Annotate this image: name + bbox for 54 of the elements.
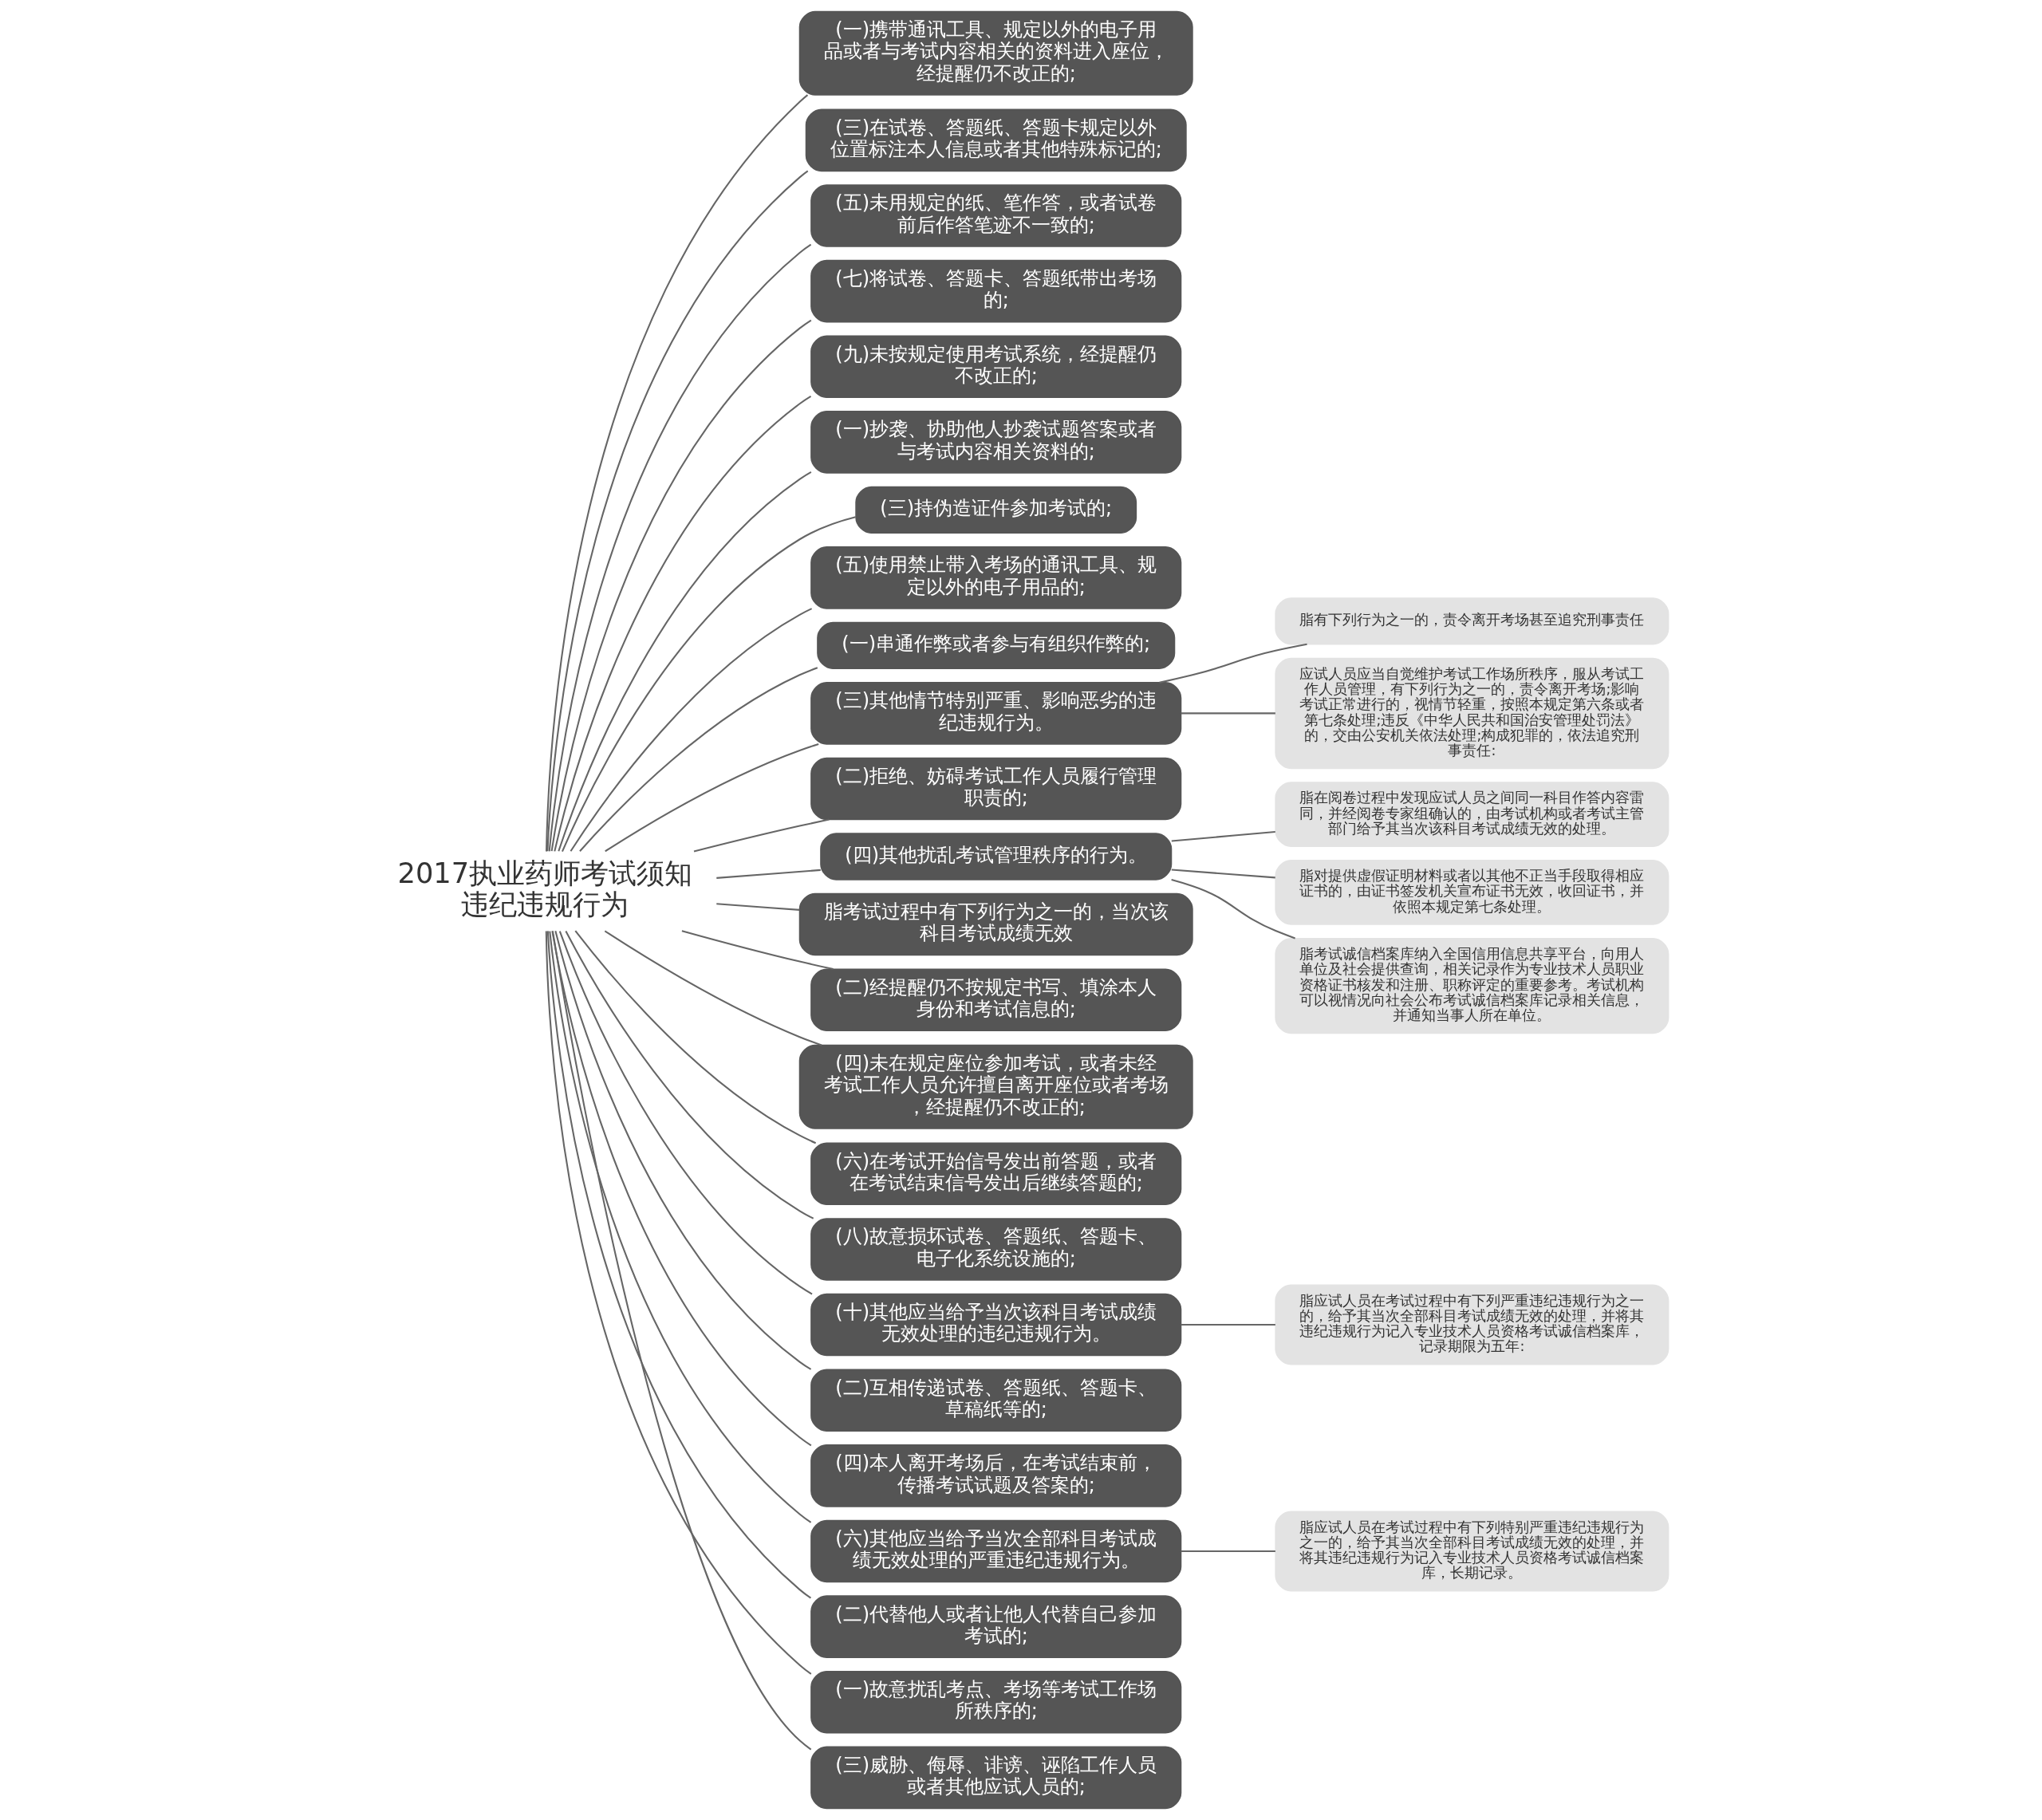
connector [570,608,813,852]
connector [693,818,830,853]
node-box: 脂对提供虚假证明材料或者以其他不正当手段取得相应证书的，由证书签发机关宣布证书无效，收回证书，并依照本规定第七条处理。 [1275,860,1669,925]
node-box: (四)其他扰乱考试管理秩序的行为。 [820,833,1173,880]
node-box: 脂考试过程中有下列行为之一的，当次该科目考试成绩无效 [798,892,1193,956]
node-box: (四)本人离开考场后，在考试结束前，传播考试试题及答案的; [810,1444,1182,1507]
node-box: (七)将试卷、答题卡、答题纸带出考场的; [810,259,1182,323]
node-box: (八)故意损坏试卷、答题纸、答题卡、电子化系统设施的; [810,1218,1182,1281]
connector [1171,830,1275,842]
node-box: (二)互相传递试卷、答题纸、答题卡、草稿纸等的; [810,1369,1182,1432]
connector [604,930,822,1046]
node-box: (十)其他应当给予当次该科目考试成绩无效处理的违纪违规行为。 [810,1293,1182,1357]
node-box: (三)其他情节特别严重、影响恶劣的违纪违规行为。 [810,682,1182,745]
node-box: 脂应试人员在考试过程中有下列特别严重违纪违规行为之一的，给予其当次全部科目考试成绩无效的处理，并将其违纪违规行为记入专业技术人员资格考试诚信档案库，长期记录。 [1275,1511,1669,1592]
connector [579,667,818,852]
connector [1159,643,1307,683]
node-box: 应试人员应当自觉维护考试工作场所秩序，服从考试工作人员管理，有下列行为之一的，责令离开考场;影响考试正常进行的，视情节轻重，按照本规定第六条或者第七条处理;违反《中华人民共和国治安管理处罚法》的，交由公安机关依法处理;构成犯罪的，依法追究刑事责任: [1275,657,1669,770]
node-box: (五)未用规定的纸、笔作答，或者试卷前后作答笔迹不一致的; [810,184,1182,247]
node-box: 脂考试诚信档案库纳入全国信用信息共享平台，向用人单位及社会提供查询，相关记录作为专业技术人员职业资格证书核发和注册、职称评定的重要参考。考试机构可以视情况向社会公布考试诚信档案库记录相关信息，并通知当事人所在单位。 [1275,937,1669,1034]
node-box: (三)持伪造证件参加考试的; [855,486,1137,534]
connector [1171,879,1295,940]
node-box: (二)拒绝、妨碍考试工作人员履行管理职责的; [810,757,1182,821]
node-text: 2017执业药师考试须知违纪违规行为 [397,857,693,920]
connector [558,931,813,1295]
connector [716,869,821,879]
node-box: (一)故意扰乱考点、考场等考试工作场所秩序的; [810,1670,1182,1734]
connector [558,471,812,852]
node-box: (二)代替他人或者让他人代替自己参加考试的; [810,1595,1182,1658]
connector [554,931,812,1370]
node-box: (一)携带通讯工具、规定以外的电子用品或者与考试内容相关的资料进入座位，经提醒仍不改正的; [798,10,1193,96]
connector [1181,1550,1275,1552]
connector [562,516,856,852]
node-box: (四)未在规定座位参加考试，或者未经考试工作人员允许擅自离开座位或者考场，经提醒仍不改正的; [798,1044,1193,1129]
node-box: (五)使用禁止带入考场的通讯工具、规定以外的电子用品的; [810,546,1182,609]
node-box: (一)串通作弊或者参与有组织作弊的; [817,621,1176,670]
node-box: (一)抄袭、协助他人抄袭试题答案或者与考试内容相关资料的; [810,411,1182,474]
node-box: (九)未按规定使用考试系统，经提醒仍不改正的; [810,335,1182,399]
node-box: 脂应试人员在考试过程中有下列严重违纪违规行为之一的，给予其当次全部科目考试成绩无效的处理，并将其违纪违规行为记入专业技术人员资格考试诚信档案库，记录期限为五年: [1275,1284,1669,1365]
connector [605,743,819,853]
connector [1171,869,1275,879]
node-box: (三)在试卷、答题纸、答题卡规定以外位置标注本人信息或者其他特殊标记的; [805,108,1187,172]
node-box: 脂在阅卷过程中发现应试人员之间同一科目作答内容雷同，并经阅卷专家组确认的，由考试机构或者考试主管部门给予其当次该科目考试成绩无效的处理。 [1275,782,1669,847]
node-box: (六)在考试开始信号发出前答题，或者在考试结束信号发出后继续答题的; [810,1142,1182,1206]
connector [1181,712,1275,715]
connector [574,930,817,1144]
node-box: (六)其他应当给予当次全部科目考试成绩无效处理的严重违纪违规行为。 [810,1519,1182,1583]
connector [554,395,812,852]
node-box: 脂有下列行为之一的，责令离开考场甚至追究刑事责任 [1275,597,1669,645]
node-box: (二)经提醒仍不按规定书写、填涂本人身份和考试信息的; [810,968,1182,1031]
connector [565,930,814,1219]
connector [716,903,800,911]
node-box: (三)威胁、侮辱、诽谤、诬陷工作人员或者其他应试人员的; [810,1746,1182,1810]
connector [1181,1324,1275,1326]
connector [681,930,834,971]
